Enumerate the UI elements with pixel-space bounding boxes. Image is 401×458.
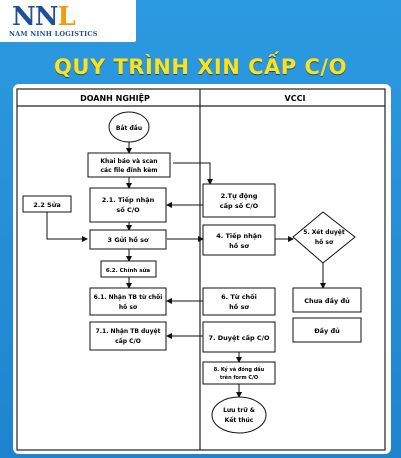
node-archive-end: Lưu trữ & Kết thúc xyxy=(211,396,267,434)
node-auto-co-number: 2.Tự động cấp số C/O xyxy=(202,183,276,218)
flowchart: DOANH NGHIỆP VCCI Bắt đầu Khai báo và sc… xyxy=(16,88,386,451)
connectors xyxy=(46,142,326,398)
svg-text:2.Tự động: 2.Tự động xyxy=(221,192,258,200)
node-complete: Đầy đủ xyxy=(292,317,362,343)
svg-text:4. Tiếp nhận: 4. Tiếp nhận xyxy=(216,231,262,240)
node-send-dossier: 3 Gửi hồ sơ xyxy=(89,229,167,250)
logo-mark: NNL xyxy=(12,2,76,32)
page-title: QUY TRÌNH XIN CẤP C/O xyxy=(54,55,347,79)
node-receive-approval: 7.1. Nhận TB duyệt cấp C/O xyxy=(89,321,167,351)
svg-text:Khai báo và scan: Khai báo và scan xyxy=(100,158,157,165)
node-edit: 6.2. Chỉnh sửa xyxy=(100,260,157,278)
svg-text:Bắt đầu: Bắt đầu xyxy=(116,124,142,132)
node-receive-rejection: 6.1. Nhận TB từ chối hồ sơ xyxy=(89,287,167,316)
svg-text:6.2. Chỉnh sửa: 6.2. Chỉnh sửa xyxy=(106,267,151,274)
svg-text:số C/O: số C/O xyxy=(116,205,140,214)
svg-text:cấp C/O: cấp C/O xyxy=(115,338,141,345)
svg-text:7. Duyệt cấp C/O: 7. Duyệt cấp C/O xyxy=(208,334,270,342)
lane-title-right: VCCI xyxy=(285,94,306,103)
svg-text:cấp số C/O: cấp số C/O xyxy=(220,201,259,210)
svg-text:3 Gửi hồ sơ: 3 Gửi hồ sơ xyxy=(108,236,149,244)
svg-text:trên form C/O: trên form C/O xyxy=(220,374,258,381)
svg-text:Đầy đủ: Đầy đủ xyxy=(314,327,340,335)
svg-text:Kết thúc: Kết thúc xyxy=(225,417,254,424)
svg-text:hồ sơ: hồ sơ xyxy=(229,303,249,311)
svg-text:5. Xét duyệt: 5. Xét duyệt xyxy=(303,229,345,236)
svg-text:6.1. Nhận TB từ chối: 6.1. Nhận TB từ chối xyxy=(94,294,163,301)
svg-text:Chưa đầy đủ: Chưa đầy đủ xyxy=(304,297,350,305)
svg-text:6. Từ chối: 6. Từ chối xyxy=(221,292,257,301)
node-fix: 2.2 Sửa xyxy=(22,195,72,213)
svg-text:Lưu trữ &: Lưu trữ & xyxy=(223,407,255,414)
node-accept-dossier: 4. Tiếp nhận hồ sơ xyxy=(202,224,276,256)
svg-text:2.2 Sửa: 2.2 Sửa xyxy=(33,201,60,209)
node-incomplete: Chưa đầy đủ xyxy=(292,287,362,313)
svg-text:các file đính kèm: các file đính kèm xyxy=(100,167,157,174)
swimlane-frame xyxy=(16,88,386,451)
svg-text:7.1. Nhận TB duyệt: 7.1. Nhận TB duyệt xyxy=(96,328,161,335)
company-logo: NNL NAM NINH LOGISTICS xyxy=(0,0,136,42)
node-approve-co: 7. Duyệt cấp C/O xyxy=(202,321,276,353)
node-sign-stamp: 8. Ký và đóng dấu trên form C/O xyxy=(202,361,276,385)
svg-text:8. Ký và đóng dấu: 8. Ký và đóng dấu xyxy=(214,366,265,373)
svg-text:hồ sơ: hồ sơ xyxy=(229,242,249,250)
lane-title-left: DOANH NGHIỆP xyxy=(80,93,150,103)
node-start: Bắt đầu xyxy=(108,111,150,143)
svg-text:2.1. Tiếp nhận: 2.1. Tiếp nhận xyxy=(102,195,155,204)
flowchart-panel xyxy=(13,84,391,454)
node-reject-dossier: 6. Từ chối hồ sơ xyxy=(202,287,276,316)
svg-text:hồ sơ: hồ sơ xyxy=(315,238,334,246)
svg-text:hồ sơ: hồ sơ xyxy=(119,303,138,311)
node-declare-scan: Khai báo và scan các file đính kèm xyxy=(87,152,171,178)
node-receive-co-number: 2.1. Tiếp nhận số C/O xyxy=(89,187,167,223)
logo-company-name: NAM NINH LOGISTICS xyxy=(9,30,98,38)
node-review-decision: 5. Xét duyệt hồ sơ xyxy=(292,211,356,264)
